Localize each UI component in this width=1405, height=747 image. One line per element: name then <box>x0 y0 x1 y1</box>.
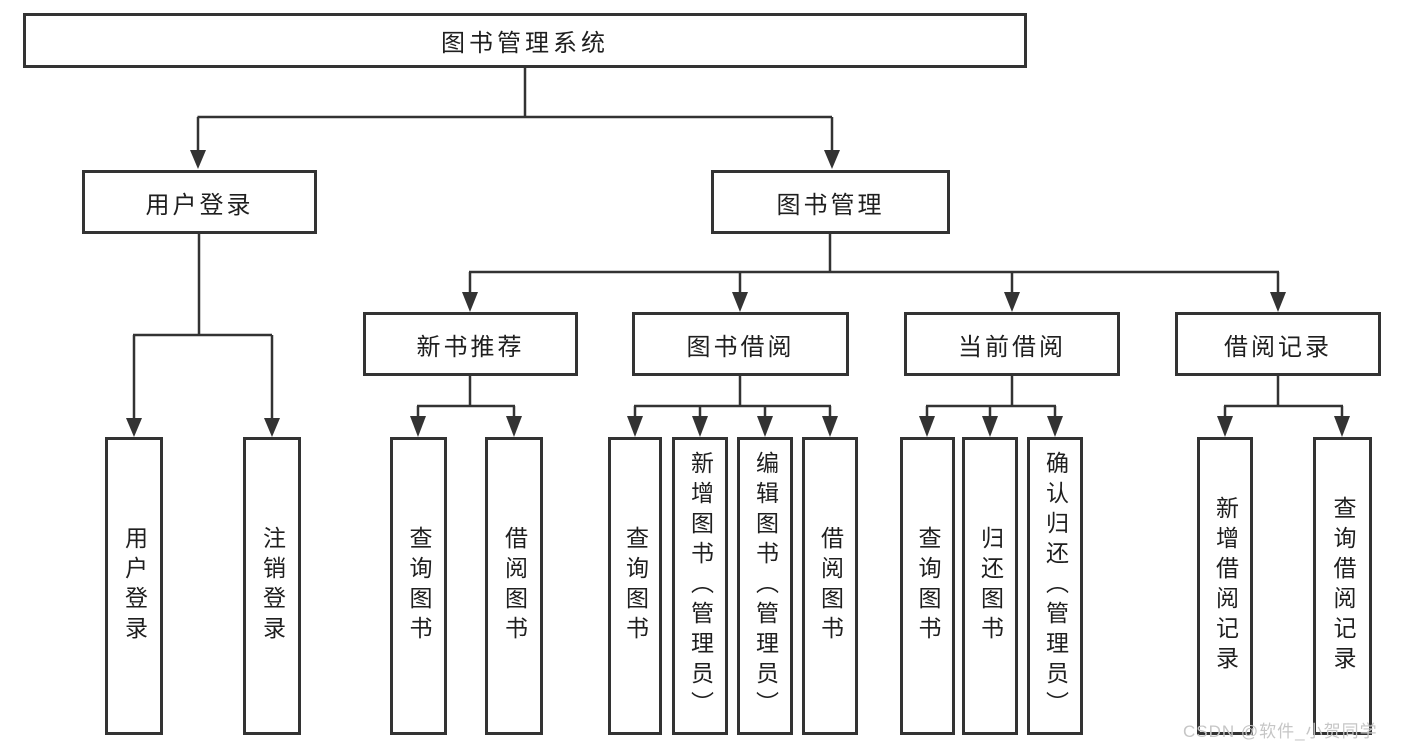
connector-user-login-children <box>126 234 280 437</box>
leaf-return-books-label: 归还图书 <box>977 526 1004 646</box>
leaf-confirm-return-admin-label: 确认归还（管理员） <box>1042 451 1069 721</box>
csdn-watermark: CSDN @软件_小贺同学 <box>1183 722 1378 741</box>
connector-current-borrow-children <box>919 376 1063 437</box>
leaf-query-books-borrow-label: 查询图书 <box>622 526 649 646</box>
leaf-borrow-books-recommend-label: 借阅图书 <box>501 526 528 646</box>
leaf-user-login-label: 用户登录 <box>121 526 148 646</box>
leaf-add-borrow-record: 新增借阅记录 <box>1197 437 1253 735</box>
leaf-add-borrow-record-label: 新增借阅记录 <box>1212 496 1239 676</box>
node-current-borrow: 当前借阅 <box>904 312 1120 376</box>
leaf-add-books-admin: 新增图书（管理员） <box>672 437 728 735</box>
node-book-management-label: 图书管理 <box>776 191 885 219</box>
leaf-query-books-current: 查询图书 <box>900 437 955 735</box>
leaf-borrow-books-recommend: 借阅图书 <box>485 437 543 735</box>
connector-new-book-recommend-children <box>410 376 522 437</box>
node-book-borrow-label: 图书借阅 <box>686 333 795 361</box>
leaf-query-books-current-label: 查询图书 <box>915 526 941 646</box>
leaf-query-books-borrow: 查询图书 <box>608 437 662 735</box>
leaf-edit-books-admin: 编辑图书（管理员） <box>737 437 793 735</box>
connector-root-to-level2 <box>190 68 840 169</box>
node-borrow-records: 借阅记录 <box>1175 312 1381 376</box>
node-new-book-recommend: 新书推荐 <box>363 312 578 376</box>
leaf-logout: 注销登录 <box>243 437 301 735</box>
leaf-edit-books-admin-label: 编辑图书（管理员） <box>752 451 779 721</box>
node-user-login-label: 用户登录 <box>145 191 254 219</box>
leaf-logout-label: 注销登录 <box>259 526 286 646</box>
leaf-user-login: 用户登录 <box>105 437 163 735</box>
node-borrow-records-label: 借阅记录 <box>1224 333 1332 361</box>
leaf-query-borrow-record: 查询借阅记录 <box>1313 437 1372 735</box>
leaf-query-borrow-record-label: 查询借阅记录 <box>1330 496 1356 676</box>
node-root-label: 图书管理系统 <box>441 30 609 57</box>
leaf-confirm-return-admin: 确认归还（管理员） <box>1027 437 1083 735</box>
node-current-borrow-label: 当前借阅 <box>958 333 1066 361</box>
leaf-add-books-admin-label: 新增图书（管理员） <box>687 451 714 721</box>
leaf-borrow-books-label: 借阅图书 <box>817 526 844 646</box>
node-new-book-recommend-label: 新书推荐 <box>416 333 525 361</box>
leaf-query-books-recommend: 查询图书 <box>390 437 447 735</box>
node-book-management: 图书管理 <box>711 170 950 234</box>
connector-borrow-records-children <box>1217 376 1350 437</box>
node-book-borrow: 图书借阅 <box>632 312 849 376</box>
node-user-login: 用户登录 <box>82 170 317 234</box>
leaf-borrow-books: 借阅图书 <box>802 437 858 735</box>
connector-book-management-children <box>462 234 1286 312</box>
node-root: 图书管理系统 <box>23 13 1027 68</box>
leaf-query-books-recommend-label: 查询图书 <box>406 526 432 646</box>
leaf-return-books: 归还图书 <box>962 437 1018 735</box>
connector-book-borrow-children <box>627 376 838 437</box>
